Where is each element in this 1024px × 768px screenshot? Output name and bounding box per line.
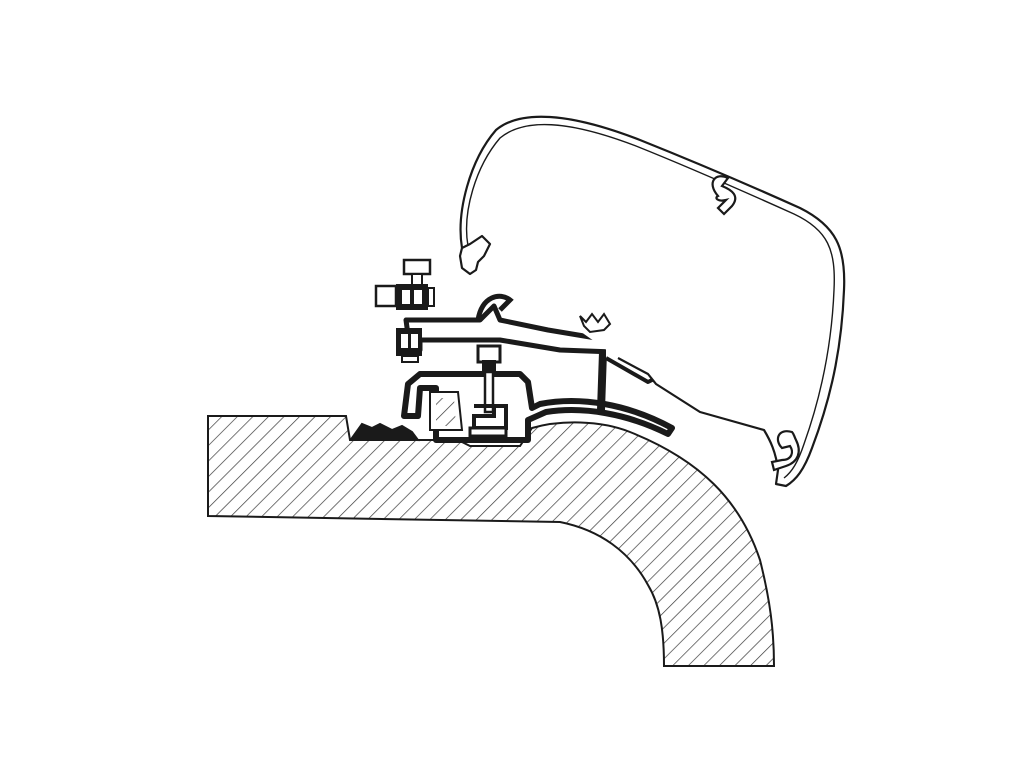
clamp-channel-hatch xyxy=(436,398,456,426)
awning-case-profile xyxy=(458,115,846,488)
awning-top-clip xyxy=(711,175,737,216)
roof-gutter-channel xyxy=(350,422,421,442)
awning-bottom-clip xyxy=(770,430,800,472)
mounting-adapter-rail xyxy=(401,371,675,443)
adjustment-bolt-upper xyxy=(374,258,435,310)
vehicle-roof-section xyxy=(207,415,776,667)
awning-case-inner-line xyxy=(465,123,835,479)
adapter-support-leg xyxy=(596,351,608,411)
awning-ridge-clip xyxy=(579,312,612,334)
adjustment-bolt-lower xyxy=(396,328,422,363)
clamp-bolt xyxy=(468,344,508,438)
adapter-hook xyxy=(475,293,514,321)
